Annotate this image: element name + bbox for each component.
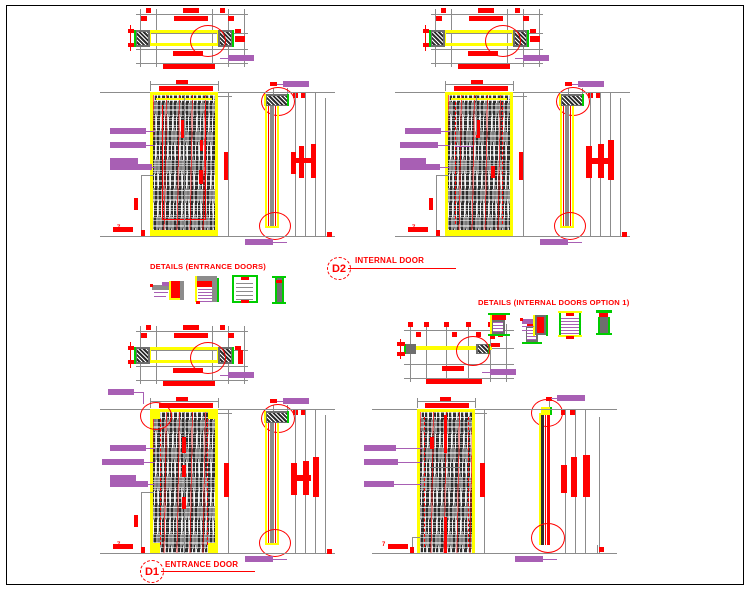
detail-item-internal-2[interactable] xyxy=(520,313,552,341)
callout-d1[interactable]: D1 ENTRANCE DOOR xyxy=(140,558,280,584)
door-elevation-bottom-right: 7 xyxy=(364,395,617,562)
sheet-border xyxy=(6,5,744,585)
plan-section-bottom-right xyxy=(397,322,520,388)
view-top-right[interactable]: 7 xyxy=(395,5,630,250)
floor-mark-bottom-right: 7 xyxy=(382,542,386,548)
detail-item-entrance-4[interactable] xyxy=(272,276,288,304)
door-elevation-top-right: 7 xyxy=(395,80,630,245)
plan-section-bottom-left xyxy=(128,322,258,388)
floor-mark-top-right: 7 xyxy=(412,225,416,231)
door-section-top-left xyxy=(245,80,335,245)
detail-item-entrance-3[interactable] xyxy=(232,275,260,305)
view-bottom-right[interactable]: 7 xyxy=(364,320,617,572)
view-bottom-left[interactable]: 7 xyxy=(100,322,335,583)
details-internal-title: DETAILS (INTERNAL DOORS OPTION 1) xyxy=(478,298,630,307)
detail-item-internal-1[interactable] xyxy=(488,311,514,341)
floor-mark-bottom-left: 7 xyxy=(117,542,121,548)
door-section-bottom-left xyxy=(245,397,335,562)
callout-d2[interactable]: D2 INTERNAL DOOR xyxy=(327,254,457,280)
details-entrance-title: DETAILS (ENTRANCE DOORS) xyxy=(150,262,267,271)
plan-section-top-right xyxy=(423,5,553,71)
callout-d2-label: INTERNAL DOOR xyxy=(355,256,425,265)
door-elevation-top-left: 7 xyxy=(100,80,335,245)
door-elevation-bottom-left: 7 xyxy=(100,389,335,562)
callout-d1-label: ENTRANCE DOOR xyxy=(165,560,239,569)
view-top-left[interactable]: 7 xyxy=(100,5,335,250)
plan-section-top-left xyxy=(128,5,258,71)
detail-item-internal-4[interactable] xyxy=(596,310,614,340)
door-section-bottom-right xyxy=(515,395,617,562)
door-section-top-right xyxy=(540,80,630,245)
detail-item-internal-3[interactable] xyxy=(558,311,584,341)
floor-mark-top-left: 7 xyxy=(117,225,121,231)
detail-item-entrance-2[interactable] xyxy=(193,276,225,306)
detail-item-entrance-1[interactable] xyxy=(150,278,188,304)
